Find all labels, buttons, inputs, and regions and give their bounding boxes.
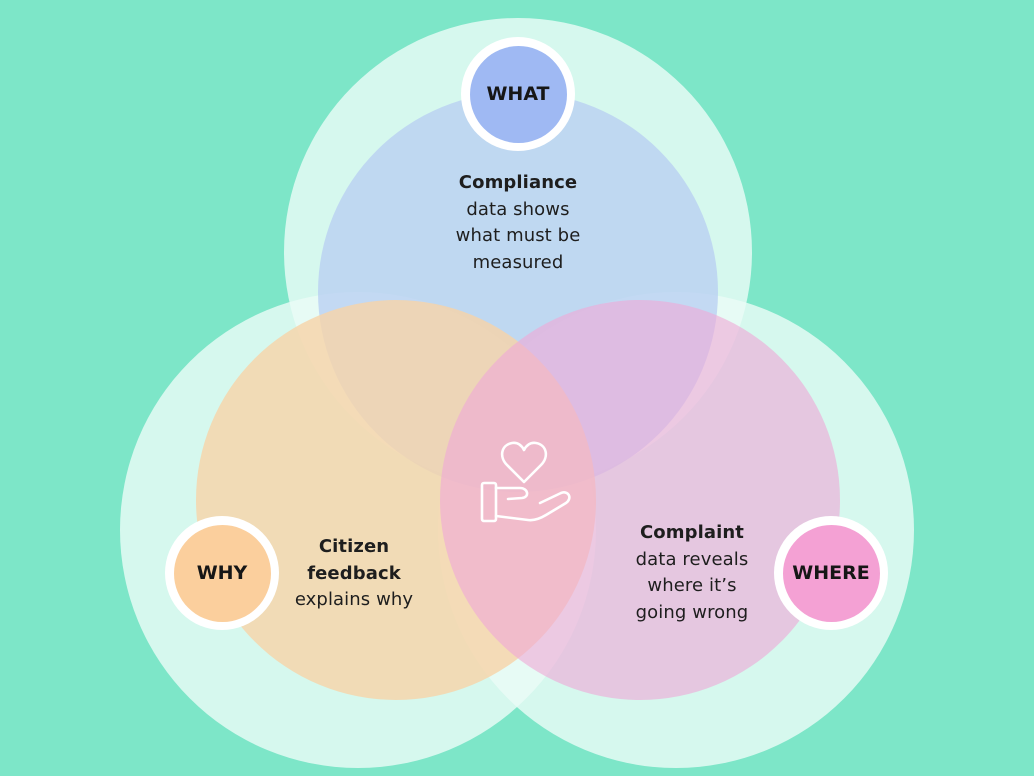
what-badge-label: WHAT <box>486 83 550 105</box>
circle-where <box>440 300 840 700</box>
where-badge-label: WHERE <box>792 562 870 584</box>
heart-in-hand-icon <box>480 441 571 523</box>
citizen-text: Citizen feedback explains why <box>264 534 444 614</box>
citizen-title-line2: feedback <box>307 562 401 584</box>
complaint-title: Complaint <box>639 522 745 543</box>
why-badge-label: WHY <box>196 562 248 584</box>
compliance-text: Compliance data shows what must be measu… <box>418 170 618 276</box>
where-badge: WHERE <box>774 516 888 630</box>
why-badge: WHY <box>165 516 279 630</box>
citizen-title-line1: Citizen <box>318 536 390 557</box>
compliance-title: Compliance <box>458 172 578 193</box>
complaint-text: Complaint data reveals where it’s going … <box>602 520 782 626</box>
what-badge: WHAT <box>461 37 575 151</box>
